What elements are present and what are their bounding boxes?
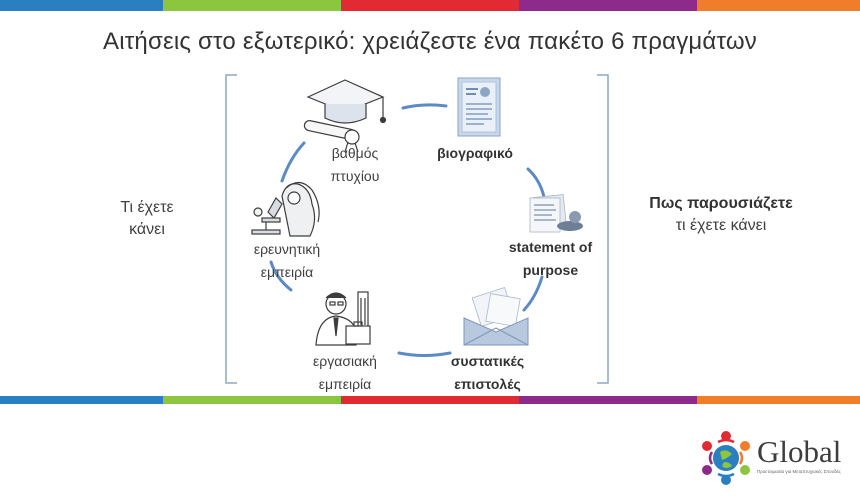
- businessman-briefcase-icon: [315, 291, 371, 346]
- global-logo-icon: [702, 431, 750, 485]
- stripe-orange: [697, 0, 860, 11]
- label-degree-line2: πτυχίου: [330, 168, 380, 184]
- arc-1: [401, 103, 448, 110]
- label-cv-line1: βιογραφικό: [437, 145, 513, 161]
- label-cv: βιογραφικό: [425, 142, 525, 165]
- envelope-letters-icon: [463, 286, 529, 346]
- graduation-cap-icon: [303, 79, 387, 153]
- right-caption-line1: Πως παρουσιάζετε: [649, 195, 793, 212]
- label-recommendation-letters: συστατικές επιστολές: [430, 350, 545, 396]
- logo-tagline: Προετοιμασία για Μεταπτυχιακές Σπουδές: [757, 469, 841, 474]
- stripe-green: [163, 0, 341, 11]
- label-work-line1: εργασιακή: [313, 353, 377, 369]
- label-sop-line2: purpose: [522, 262, 579, 278]
- scientist-microscope-icon: [251, 181, 320, 237]
- slide-title: Αιτήσεις στο εξωτερικό: χρειάζεστε ένα π…: [103, 28, 757, 55]
- label-work-line2: εμπειρία: [318, 376, 372, 392]
- resume-document-icon: [457, 77, 501, 137]
- cycle-arcs: [269, 103, 546, 357]
- cycle-diagram: [225, 74, 609, 384]
- stripe-orange: [697, 396, 860, 404]
- stripe-blue: [0, 396, 163, 404]
- label-research-line2: εμπειρία: [260, 264, 314, 280]
- label-letters-line2: επιστολές: [454, 376, 521, 392]
- statement-documents-icon: [529, 194, 583, 233]
- arc-4: [397, 351, 452, 357]
- arc-6: [280, 141, 306, 183]
- label-statement-of-purpose: statement of purpose: [493, 236, 608, 282]
- right-caption: Πως παρουσιάζετε τι έχετε κάνει: [632, 193, 810, 237]
- stripe-red: [341, 0, 519, 11]
- left-bracket: [225, 74, 237, 384]
- right-caption-line2: τι έχετε κάνει: [675, 217, 767, 234]
- label-work-experience: εργασιακή εμπειρία: [290, 350, 400, 396]
- label-letters-line1: συστατικές: [450, 353, 525, 369]
- label-sop-line1: statement of: [508, 239, 593, 255]
- stripe-green: [163, 396, 341, 404]
- label-research-experience: ερευνητική εμπειρία: [232, 238, 342, 284]
- label-research-line1: ερευνητική: [253, 241, 321, 257]
- stripe-purple: [519, 0, 697, 11]
- label-degree-grade: βαθμός πτυχίου: [315, 142, 395, 188]
- arc-2: [526, 167, 546, 199]
- stripe-blue: [0, 0, 163, 11]
- arc-5: [269, 260, 293, 292]
- stripe-purple: [519, 396, 697, 404]
- left-caption: Τι έχετε κάνει: [92, 197, 202, 241]
- label-degree-line1: βαθμός: [331, 145, 379, 161]
- arc-3: [522, 275, 544, 312]
- top-color-stripe: [0, 0, 860, 11]
- bottom-color-stripe: [0, 396, 860, 404]
- stripe-red: [341, 396, 519, 404]
- left-caption-line1: Τι έχετε: [120, 199, 174, 216]
- logo-wordmark: Global: [757, 434, 842, 469]
- right-bracket: [597, 74, 609, 384]
- left-caption-line2: κάνει: [129, 221, 165, 238]
